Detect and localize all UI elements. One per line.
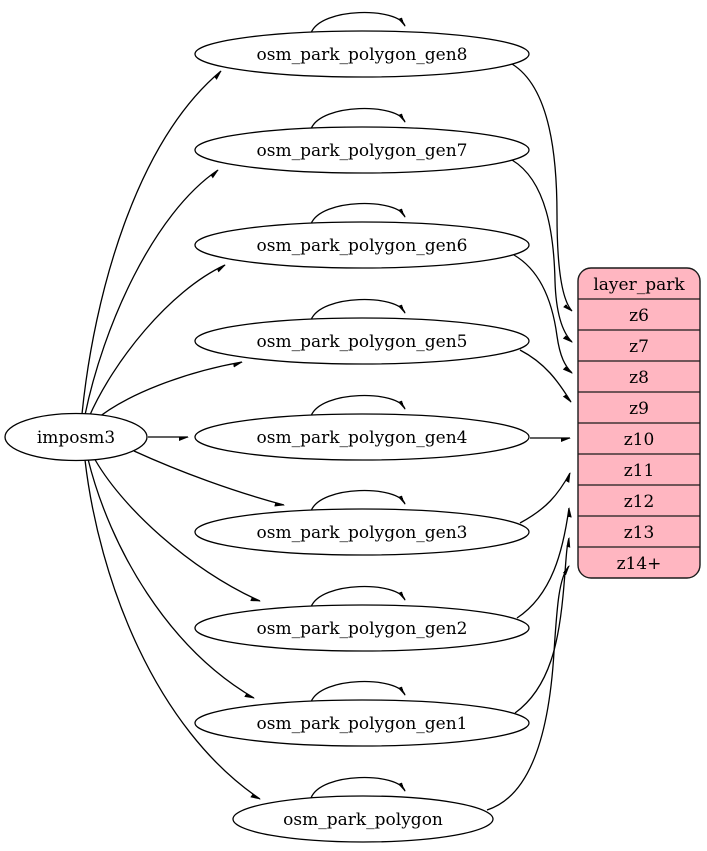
edge-gen8-to-z6 xyxy=(511,63,572,311)
imposm3-label: imposm3 xyxy=(37,428,115,448)
edge-gen3-to-z11 xyxy=(519,473,571,524)
self-loop-polygon xyxy=(310,776,406,799)
node-osm_park_polygon_gen1: osm_park_polygon_gen1 xyxy=(194,699,530,747)
gen1-label: osm_park_polygon_gen1 xyxy=(257,714,468,734)
layer-row-z13: z13 xyxy=(624,523,655,543)
edge-imposm3-to-gen1 xyxy=(87,458,254,699)
self-loop-gen2 xyxy=(310,585,406,608)
layer-row-z9: z9 xyxy=(629,399,649,419)
edge-gen1-to-z13 xyxy=(514,538,569,714)
edges-to-layer-rows xyxy=(486,63,572,811)
self-loop-edges xyxy=(310,11,406,799)
edge-polygon-to-z14plus xyxy=(486,566,569,811)
edge-gen2-to-z12 xyxy=(516,508,569,619)
gen4-ellipse xyxy=(194,413,530,461)
node-osm_park_polygon_gen3: osm_park_polygon_gen3 xyxy=(194,508,530,556)
gen8-label: osm_park_polygon_gen8 xyxy=(257,45,468,65)
gen2-ellipse xyxy=(194,604,530,652)
layer-row-z6: z6 xyxy=(629,306,649,326)
gen4-label: osm_park_polygon_gen4 xyxy=(257,428,468,448)
node-osm_park_polygon_gen5: osm_park_polygon_gen5 xyxy=(194,317,530,365)
gen6-label: osm_park_polygon_gen6 xyxy=(257,236,468,256)
self-loop-gen1 xyxy=(310,680,406,703)
layer-row-z10: z10 xyxy=(624,430,655,450)
edge-gen5-to-z9 xyxy=(519,349,572,402)
node-osm_park_polygon: osm_park_polygon xyxy=(232,795,494,843)
node-osm_park_polygon_gen2: osm_park_polygon_gen2 xyxy=(194,604,530,652)
self-loop-gen4 xyxy=(310,394,406,417)
gen5-ellipse xyxy=(194,317,530,365)
node-osm_park_polygon_gen7: osm_park_polygon_gen7 xyxy=(194,126,530,174)
edge-imposm3-to-polygon xyxy=(84,459,260,799)
edge-imposm3-to-gen6 xyxy=(88,264,225,418)
gen3-label: osm_park_polygon_gen3 xyxy=(257,523,468,543)
gen3-ellipse xyxy=(194,508,530,556)
layer-row-z8: z8 xyxy=(629,368,649,388)
node-osm_park_polygon_gen6: osm_park_polygon_gen6 xyxy=(194,221,530,269)
edge-imposm3-to-gen8 xyxy=(81,71,221,415)
layer-row-z11: z11 xyxy=(624,461,655,481)
edge-gen6-to-z8 xyxy=(513,254,572,373)
node-osm_park_polygon_gen4: osm_park_polygon_gen4 xyxy=(194,413,530,461)
self-loop-gen6 xyxy=(310,202,406,225)
edge-imposm3-to-gen7 xyxy=(84,170,218,416)
gen5-label: osm_park_polygon_gen5 xyxy=(257,332,468,352)
gen8-ellipse xyxy=(194,30,530,78)
layer-row-z12: z12 xyxy=(624,492,655,512)
polygon-ellipse xyxy=(232,795,494,843)
edge-imposm3-to-gen3 xyxy=(133,450,284,505)
imposm3-ellipse xyxy=(4,412,148,462)
node-layer_park: layer_park z6 z7 z8 z9 z10 z11 z12 z13 z… xyxy=(577,267,701,579)
self-loop-gen3 xyxy=(310,489,406,512)
layer-row-z14plus: z14+ xyxy=(617,554,662,574)
gen1-ellipse xyxy=(194,699,530,747)
gen2-label: osm_park_polygon_gen2 xyxy=(257,619,468,639)
layer-row-z7: z7 xyxy=(629,337,649,357)
layer-park-title: layer_park xyxy=(593,275,685,295)
polygon-label: osm_park_polygon xyxy=(283,810,443,830)
self-loop-gen8 xyxy=(310,11,406,34)
gen7-label: osm_park_polygon_gen7 xyxy=(257,141,468,161)
self-loop-gen5 xyxy=(310,298,406,321)
node-imposm3: imposm3 xyxy=(4,412,148,462)
edge-imposm3-to-gen5 xyxy=(93,362,242,422)
edge-gen7-to-z7 xyxy=(511,159,572,342)
self-loop-gen7 xyxy=(310,107,406,130)
gen6-ellipse xyxy=(194,221,530,269)
node-osm_park_polygon_gen8: osm_park_polygon_gen8 xyxy=(194,30,530,78)
edges-from-importer xyxy=(81,71,284,799)
edge-imposm3-to-gen2 xyxy=(92,455,260,602)
gen7-ellipse xyxy=(194,126,530,174)
